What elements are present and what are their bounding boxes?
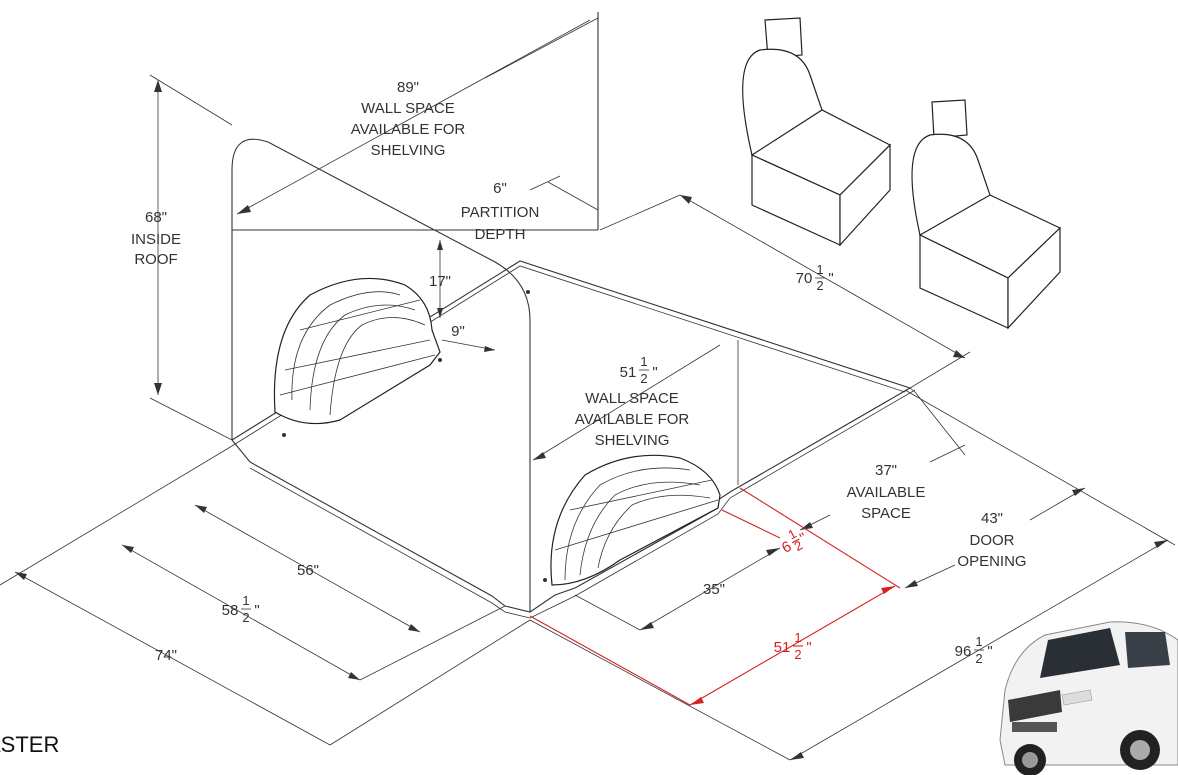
label-roof-height: 68" INSIDE ROOF: [131, 209, 181, 268]
label-between-wheels: 56": [297, 562, 319, 579]
svg-text:INSIDE: INSIDE: [131, 231, 181, 248]
svg-text:58: 58: [222, 602, 239, 619]
label-wall-space-right: 51 1 2 " WALL SPACE AVAILABLE FOR SHELVI…: [575, 354, 690, 449]
svg-text:43": 43": [981, 510, 1003, 527]
partition-wall: [232, 12, 599, 231]
front-seat-left: [742, 17, 892, 247]
svg-text:PARTITION: PARTITION: [461, 204, 540, 221]
svg-text:SHELVING: SHELVING: [371, 142, 446, 159]
svg-text:AVAILABLE FOR: AVAILABLE FOR: [575, 411, 690, 428]
dim-cab-width: [599, 194, 971, 389]
svg-text:37": 37": [875, 462, 897, 479]
svg-text:DEPTH: DEPTH: [475, 226, 526, 243]
dim-floor-width: [121, 544, 506, 681]
dim-total-width: [0, 445, 531, 746]
label-wall-space-left: 89" WALL SPACE AVAILABLE FOR SHELVING: [351, 79, 466, 159]
label-available-space: 37" AVAILABLE SPACE: [847, 462, 926, 522]
svg-text:": ": [987, 643, 992, 660]
dim-wall-space-left: [236, 17, 599, 215]
svg-text:2: 2: [242, 610, 249, 625]
svg-text:DOOR: DOOR: [970, 532, 1015, 549]
svg-text:70: 70: [796, 270, 813, 287]
label-arch-depth: 9": [451, 323, 465, 340]
left-wheel-arch: [273, 277, 441, 425]
svg-text:2: 2: [975, 651, 982, 666]
dim-between-arches: [574, 547, 781, 631]
dim-roof-height: [149, 74, 233, 441]
svg-text:51: 51: [620, 364, 637, 381]
svg-text:96: 96: [955, 643, 972, 660]
label-arch-height: 17": [429, 273, 451, 290]
svg-text:2: 2: [640, 371, 647, 386]
label-cab-width: 70 1 2 ": [796, 262, 834, 293]
svg-text:74": 74": [155, 647, 177, 664]
dim-available-space: [799, 391, 966, 531]
dim-red-lines: [529, 487, 901, 706]
label-total-width: 74": [155, 647, 177, 664]
dim-between-wheels: [194, 504, 421, 633]
svg-text:": ": [828, 270, 833, 287]
dim-partition-depth: [529, 175, 599, 211]
svg-text:2: 2: [816, 278, 823, 293]
svg-text:68": 68": [145, 209, 167, 226]
svg-text:89": 89": [397, 79, 419, 96]
left-side-wall: [231, 138, 531, 612]
svg-text:9": 9": [451, 323, 465, 340]
caption-text: ASTER: [0, 732, 59, 757]
svg-text:51: 51: [774, 639, 791, 656]
svg-text:WALL SPACE: WALL SPACE: [361, 100, 455, 117]
svg-text:1: 1: [816, 262, 823, 277]
label-between-arches: 35": [703, 581, 725, 598]
front-seat-right: [911, 99, 1062, 330]
svg-text:6": 6": [493, 180, 507, 197]
svg-text:AVAILABLE FOR: AVAILABLE FOR: [351, 121, 466, 138]
svg-text:ROOF: ROOF: [134, 251, 177, 268]
svg-text:OPENING: OPENING: [957, 553, 1026, 570]
svg-text:1: 1: [242, 593, 249, 608]
svg-text:SHELVING: SHELVING: [595, 432, 670, 449]
svg-text:2: 2: [794, 647, 801, 662]
dim-arch-height: [437, 240, 443, 318]
svg-text:": ": [652, 364, 657, 381]
van-image: [999, 621, 1178, 775]
label-red-length: 51 1 2 ": [774, 630, 812, 662]
svg-text:35": 35": [703, 581, 725, 598]
right-wheel-arch: [550, 454, 721, 586]
svg-text:WALL SPACE: WALL SPACE: [585, 390, 679, 407]
svg-text:AVAILABLE: AVAILABLE: [847, 484, 926, 501]
svg-text:1: 1: [975, 634, 982, 649]
label-door-opening: 43" DOOR OPENING: [957, 510, 1026, 570]
label-floor-width: 58 1 2 ": [222, 593, 260, 625]
label-partition-depth: 6" PARTITION DEPTH: [461, 180, 540, 243]
label-total-length: 96 1 2 ": [955, 634, 993, 666]
svg-text:56": 56": [297, 562, 319, 579]
svg-text:": ": [806, 639, 811, 656]
svg-text:17": 17": [429, 273, 451, 290]
svg-text:1: 1: [794, 630, 801, 645]
svg-text:": ": [254, 602, 259, 619]
svg-text:1: 1: [640, 354, 647, 369]
svg-text:SPACE: SPACE: [861, 505, 911, 522]
dim-arch-depth: [441, 339, 496, 352]
dim-door-opening: [904, 487, 1086, 589]
dim-wall-space-right: [532, 340, 739, 485]
